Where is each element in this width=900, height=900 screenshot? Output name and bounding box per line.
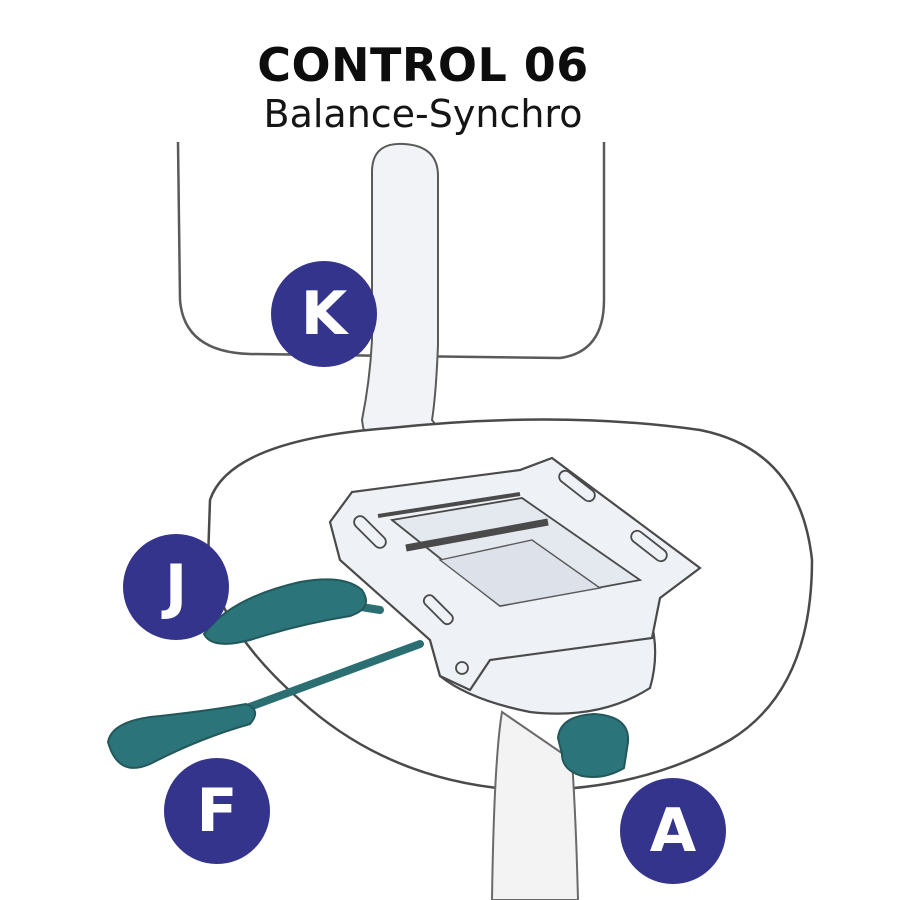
callout-f-badge: F <box>164 758 270 864</box>
backrest-upright <box>360 142 472 500</box>
gas-column <box>490 710 580 900</box>
mechanism-bolt <box>455 661 469 675</box>
mechanism-cross-bar-back <box>377 492 521 518</box>
callout-j-label: J <box>164 552 188 622</box>
lever-f-rod <box>232 640 424 716</box>
callout-j-badge: J <box>123 534 229 640</box>
diagram-title: CONTROL 06 <box>257 38 589 92</box>
mechanism-slot <box>630 529 668 563</box>
lever-f-handle <box>106 702 257 769</box>
callout-a-label: A <box>649 796 697 866</box>
mechanism-cross-bar-front <box>405 518 549 552</box>
callout-a-badge: A <box>620 778 726 884</box>
diagram-subtitle: Balance-Synchro <box>263 92 583 136</box>
callout-f-label: F <box>196 776 238 846</box>
mechanism-inner-floor <box>438 539 602 607</box>
mechanism-slot <box>353 515 387 549</box>
mechanism-slot <box>422 594 454 626</box>
callout-k-label: K <box>300 279 348 349</box>
knob-a <box>556 712 630 778</box>
lever-j-handle <box>202 578 367 645</box>
callout-k-badge: K <box>271 261 377 367</box>
mechanism-slot <box>558 469 596 503</box>
